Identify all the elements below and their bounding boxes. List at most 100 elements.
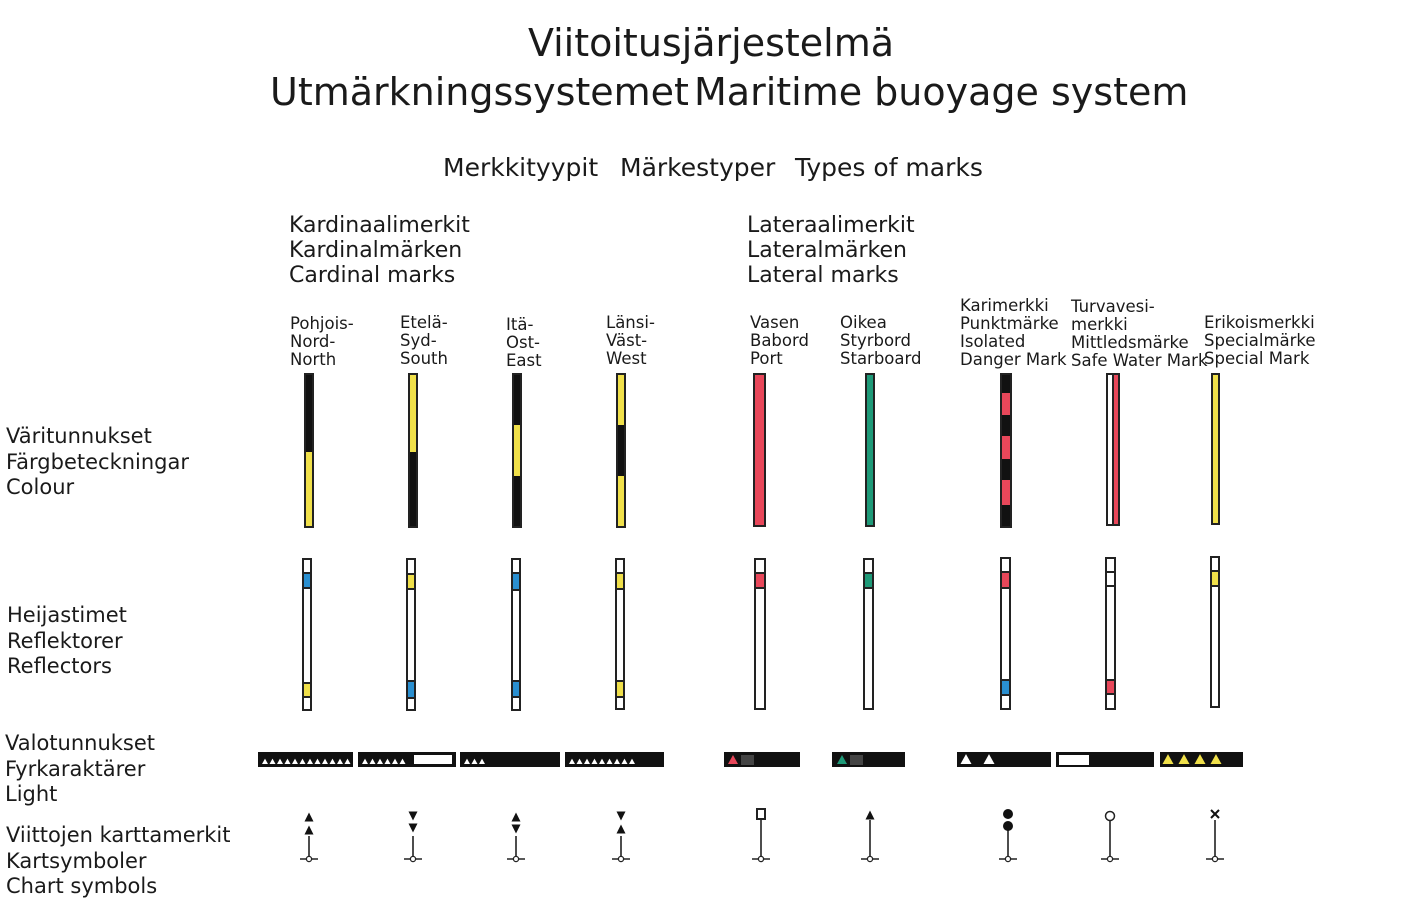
light-flash-west bbox=[569, 758, 575, 764]
colour-bar-isolated-danger bbox=[1000, 373, 1012, 528]
group-cardinal-en: Cardinal marks bbox=[289, 263, 456, 288]
subtitle-swedish: Märkestyper bbox=[620, 153, 776, 182]
row-light-line: Fyrkaraktärer bbox=[5, 756, 146, 781]
colour-bar-north-segment bbox=[305, 452, 313, 527]
group-cardinal-heading: Kardinaalimerkit Kardinalmärken Cardinal… bbox=[289, 213, 470, 288]
colour-bar-special-segment bbox=[1212, 374, 1219, 524]
reflector-post-west-reflector bbox=[615, 696, 625, 710]
row-colour-line: Väritunnukset bbox=[6, 424, 152, 448]
column-safe-water-line: merkki bbox=[1071, 315, 1128, 334]
column-isolated-danger-line: Danger Mark bbox=[960, 350, 1067, 369]
chart-symbol-isolated-danger-base-circle bbox=[1004, 855, 1012, 863]
column-header-special: Erikoismerkki Specialmärke Special Mark bbox=[1204, 314, 1316, 368]
colour-bar-east-segment bbox=[513, 374, 521, 425]
chart-symbol-east-bottom-cone bbox=[511, 824, 521, 834]
colour-bar-isolated-danger-segment bbox=[1001, 436, 1011, 459]
chart-symbol-starboard-base-circle bbox=[866, 855, 874, 863]
reflector-post-south-reflector bbox=[406, 697, 416, 711]
chart-symbol-west-base-circle bbox=[617, 855, 625, 863]
column-header-port: Vasen Babord Port bbox=[750, 314, 809, 368]
colour-bar-west-segment bbox=[617, 476, 625, 527]
light-flash-starboard bbox=[837, 755, 847, 764]
light-bar-east bbox=[460, 752, 560, 767]
light-flash-port bbox=[728, 755, 738, 764]
group-lateral-heading: Lateraalimerkit Lateralmärken Lateral ma… bbox=[747, 213, 915, 288]
colour-bar-south-segment bbox=[409, 374, 417, 452]
column-starboard-line: Oikea bbox=[840, 313, 887, 332]
reflector-post-east-reflector bbox=[511, 572, 521, 591]
row-colour-line: Colour bbox=[6, 475, 75, 499]
reflector-post-east-reflector bbox=[511, 696, 521, 711]
colour-bar-port bbox=[753, 373, 766, 527]
colour-bar-starboard bbox=[865, 373, 875, 527]
column-starboard-line: Starboard bbox=[840, 349, 922, 368]
column-west-line: Länsi- bbox=[606, 313, 655, 332]
reflector-post-north-reflector bbox=[302, 682, 312, 698]
column-north-line: North bbox=[290, 350, 337, 369]
light-bar-west bbox=[565, 752, 664, 767]
colour-bar-west-segment bbox=[617, 425, 625, 476]
colour-bar-south-segment bbox=[409, 452, 417, 527]
colour-bar-east bbox=[512, 373, 522, 528]
reflector-post-north-reflector bbox=[302, 572, 312, 589]
subtitle-finnish: Merkkityypit bbox=[443, 153, 599, 182]
light-flash-north bbox=[322, 758, 328, 764]
row-reflectors-line: Heijastimet bbox=[7, 603, 127, 627]
light-flash-special bbox=[1178, 754, 1190, 764]
colour-bar-isolated-danger-segment bbox=[1001, 505, 1011, 527]
chart-symbol-starboard-cone bbox=[865, 810, 875, 820]
light-flash-north bbox=[299, 758, 306, 764]
chart-symbol-safe-water-base-circle bbox=[1106, 855, 1114, 863]
light-flash-north bbox=[314, 758, 321, 764]
light-flash-west bbox=[629, 758, 635, 764]
reflector-post-west-reflector bbox=[615, 572, 625, 590]
column-header-south: Etelä- Syd- South bbox=[400, 314, 448, 368]
light-flash-west bbox=[599, 758, 605, 764]
chart-symbol-west-bottom-cone bbox=[616, 824, 626, 834]
light-dim-port bbox=[741, 755, 754, 765]
column-west-line: Väst- bbox=[606, 331, 648, 350]
chart-symbol-north-top-cone bbox=[304, 812, 314, 822]
colour-bar-isolated-danger-segment bbox=[1001, 393, 1011, 415]
column-north-line: Pohjois- bbox=[290, 314, 354, 333]
light-flash-south bbox=[384, 758, 391, 764]
column-starboard-line: Styrbord bbox=[840, 331, 912, 350]
chart-symbol-west-top-cone bbox=[616, 811, 626, 821]
light-flash-north bbox=[269, 758, 276, 764]
row-chart-line: Kartsymboler bbox=[6, 848, 147, 873]
colour-bar-special bbox=[1211, 373, 1220, 525]
light-flash-north bbox=[307, 758, 313, 764]
chart-symbol-south-base-circle bbox=[409, 855, 417, 863]
group-lateral-en: Lateral marks bbox=[747, 263, 899, 288]
light-bar-isolated-danger bbox=[957, 752, 1051, 767]
light-flash-special bbox=[1162, 754, 1174, 764]
group-cardinal-fi: Kardinaalimerkit bbox=[289, 213, 470, 238]
light-flash-west bbox=[591, 758, 598, 764]
column-isolated-danger-line: Karimerkki bbox=[960, 296, 1049, 315]
reflector-post-safe-water-reflector bbox=[1105, 679, 1116, 695]
chart-symbol-special-base-circle bbox=[1211, 855, 1219, 863]
column-header-isolated-danger: Karimerkki Punktmärke Isolated Danger Ma… bbox=[960, 297, 1067, 369]
colour-bar-east-segment bbox=[513, 476, 521, 527]
chart-symbol-isolated-danger-bottom-ball bbox=[1003, 821, 1013, 831]
column-east-line: Itä- bbox=[506, 315, 534, 334]
light-flash-south bbox=[377, 758, 383, 764]
row-light-line: Valotunnukset bbox=[5, 731, 156, 755]
light-long-flash-south bbox=[414, 755, 452, 764]
light-flash-west bbox=[614, 758, 620, 764]
group-lateral-sv: Lateralmärken bbox=[747, 238, 907, 263]
colour-bar-north bbox=[304, 373, 314, 528]
reflector-post-south-reflector bbox=[406, 680, 416, 699]
reflector-post-safe-water-reflector bbox=[1105, 571, 1116, 587]
light-flash-south bbox=[369, 758, 376, 764]
light-dim-starboard bbox=[850, 755, 863, 765]
light-flash-east bbox=[471, 758, 478, 764]
reflector-post-north-reflector bbox=[302, 696, 312, 711]
light-flash-south bbox=[392, 758, 398, 764]
column-isolated-danger-line: Punktmärke bbox=[960, 314, 1059, 333]
column-north-line: Nord- bbox=[290, 332, 336, 351]
colour-bar-west bbox=[616, 373, 626, 528]
light-flash-special bbox=[1194, 754, 1206, 764]
colour-bar-isolated-danger-segment bbox=[1001, 480, 1011, 505]
